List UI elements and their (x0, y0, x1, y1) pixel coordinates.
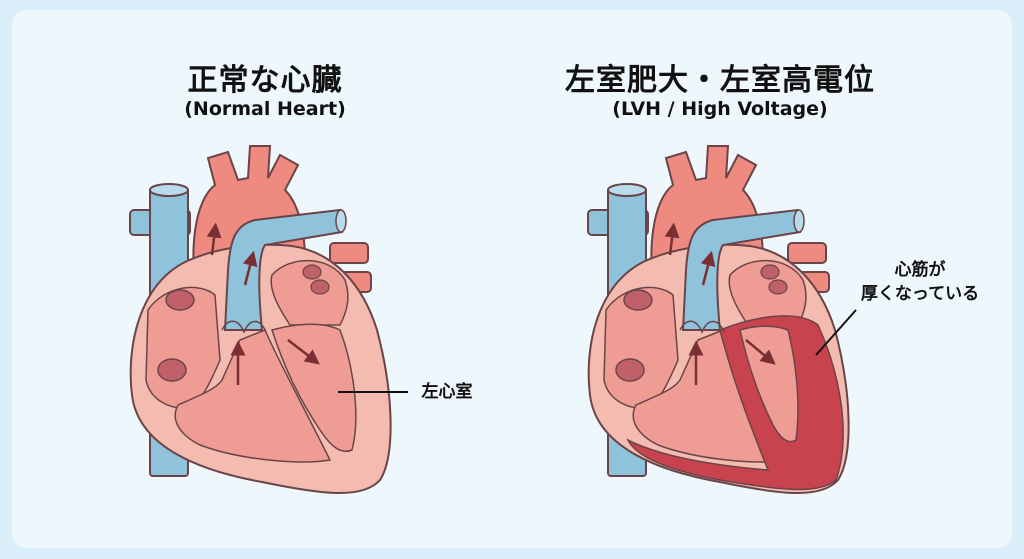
thick-muscle-pointer (815, 309, 857, 356)
normal-heart (129, 145, 408, 495)
left-ventricle-label: 左心室 (421, 382, 473, 402)
lvh-heart-title: 左室肥大・左室高電位 (565, 63, 875, 98)
normal-heart-subtitle: (Normal Heart) (184, 98, 346, 120)
lvh-heart-subtitle: (LVH / High Voltage) (612, 98, 828, 120)
normal-heart-title: 正常な心臓 (187, 63, 343, 98)
thick-muscle-label-line2: 厚くなっている (860, 284, 980, 304)
thick-muscle-label-line1: 心筋が (894, 260, 946, 280)
lvh-heart (587, 145, 857, 495)
left-ventricle (739, 325, 799, 443)
left-ventricle (271, 323, 357, 452)
